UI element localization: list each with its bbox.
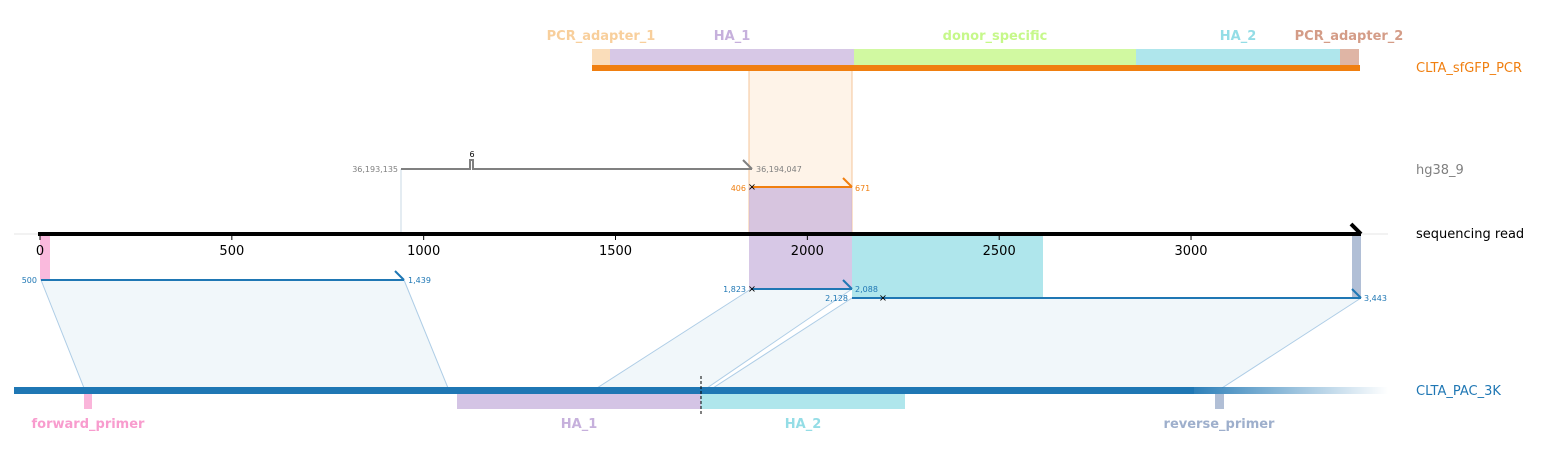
genomic-end-coord: 36,194,047 — [756, 165, 802, 174]
target-link-line — [403, 279, 449, 389]
target-link-fill-3 — [713, 298, 1361, 388]
read-highlight-reverse-primer — [1352, 234, 1361, 298]
read-highlight-ha1 — [749, 187, 852, 289]
genomic-track-label: hg38_9 — [1416, 163, 1464, 178]
target-track: forward_primer HA_1 HA_2 reverse_primer … — [14, 376, 1501, 432]
read-axis-tick-label: 1000 — [407, 244, 440, 259]
read-feature-highlights — [40, 187, 1361, 298]
read-highlight-forward-primer — [40, 234, 50, 280]
donor-backbone — [592, 65, 1360, 71]
target-alignment-arrowhead — [842, 279, 853, 290]
genomic-alignment: 36,193,135 36,194,047 6 hg38_9 — [352, 150, 1464, 178]
target-feature-reverse-primer — [1215, 394, 1224, 409]
read-ticks: 0 500 1000 1500 2000 2500 3000 — [36, 234, 1208, 259]
target-link-line — [40, 279, 85, 389]
target-link-line — [1221, 297, 1362, 389]
donor-feature-label: HA_2 — [1220, 29, 1257, 44]
read-axis-tick-label: 500 — [219, 244, 244, 259]
donor-feature-ha1 — [610, 49, 854, 66]
donor-track: PCR_adapter_1 HA_1 donor_specific HA_2 P… — [547, 29, 1522, 76]
donor-feature-ha2 — [1136, 49, 1340, 66]
donor-feature-pcr-adapter-2 — [1340, 49, 1359, 66]
target-link-line — [706, 288, 853, 389]
read-axis-tick-label: 0 — [36, 244, 44, 259]
genomic-start-coord: 36,193,135 — [352, 165, 398, 174]
target-feature-label: HA_1 — [561, 417, 598, 432]
target-alignment-arrowhead — [1351, 288, 1362, 299]
mismatch-marker-icon: × — [748, 284, 756, 295]
donor-feature-label: PCR_adapter_2 — [1295, 29, 1404, 44]
genomic-alignment-arrowhead — [742, 159, 753, 170]
donor-feature-label: HA_1 — [714, 29, 751, 44]
genomic-deletion-label: 6 — [469, 150, 474, 159]
donor-alignment-arrowhead — [842, 177, 853, 188]
target-alignment-end-coord: 2,088 — [855, 285, 878, 294]
target-link-fill-1 — [41, 280, 448, 388]
target-alignment-start-coord: 500 — [22, 276, 37, 285]
donor-alignment-start-coord: 406 — [731, 184, 746, 193]
target-backbone — [14, 387, 1194, 394]
target-feature-ha1 — [457, 394, 701, 409]
target-feature-forward-primer — [84, 394, 92, 409]
donor-alignment: × 406 671 — [731, 177, 870, 193]
target-alignment-start-coord: 2,128 — [825, 294, 848, 303]
read-axis: 0 500 1000 1500 2000 2500 3000 sequencing read — [14, 222, 1524, 259]
target-feature-label: HA_2 — [785, 417, 822, 432]
target-link-line — [712, 297, 853, 389]
target-feature-ha2 — [701, 394, 905, 409]
target-alignment-start-coord: 1,823 — [723, 285, 746, 294]
donor-feature-label: donor_specific — [943, 29, 1048, 44]
target-alignment-end-coord: 3,443 — [1364, 294, 1387, 303]
read-highlight-ha2 — [852, 234, 1043, 298]
donor-track-label: CLTA_sfGFP_PCR — [1416, 61, 1522, 76]
donor-feature-donor-specific — [854, 49, 1136, 66]
donor-alignment-end-coord: 671 — [855, 184, 870, 193]
target-feature-label: forward_primer — [32, 417, 146, 432]
target-link-fill-2 — [597, 289, 852, 388]
target-link-line — [596, 288, 752, 389]
target-alignment-end-coord: 1,439 — [408, 276, 431, 285]
mismatch-marker-icon: × — [879, 293, 887, 304]
target-backbone-fade — [1180, 387, 1388, 394]
target-alignments: 500 1,439 × 1,823 2,088 × 2,128 3,443 — [22, 270, 1387, 304]
target-track-label: CLTA_PAC_3K — [1416, 384, 1501, 399]
read-axis-arrowhead — [1349, 222, 1363, 236]
donor-feature-pcr-adapter-1 — [592, 49, 610, 66]
read-axis-tick-label: 3000 — [1174, 244, 1207, 259]
mismatch-marker-icon: × — [748, 182, 756, 193]
target-alignment-arrowhead — [394, 270, 405, 281]
read-axis-tick-label: 2500 — [983, 244, 1016, 259]
read-track-label: sequencing read — [1416, 227, 1524, 242]
donor-feature-label: PCR_adapter_1 — [547, 29, 656, 44]
read-axis-tick-label: 1500 — [599, 244, 632, 259]
target-feature-label: reverse_primer — [1164, 417, 1276, 432]
connection-fills — [40, 69, 1362, 389]
genomic-alignment-line — [401, 159, 752, 170]
read-axis-tick-label: 2000 — [791, 244, 824, 259]
